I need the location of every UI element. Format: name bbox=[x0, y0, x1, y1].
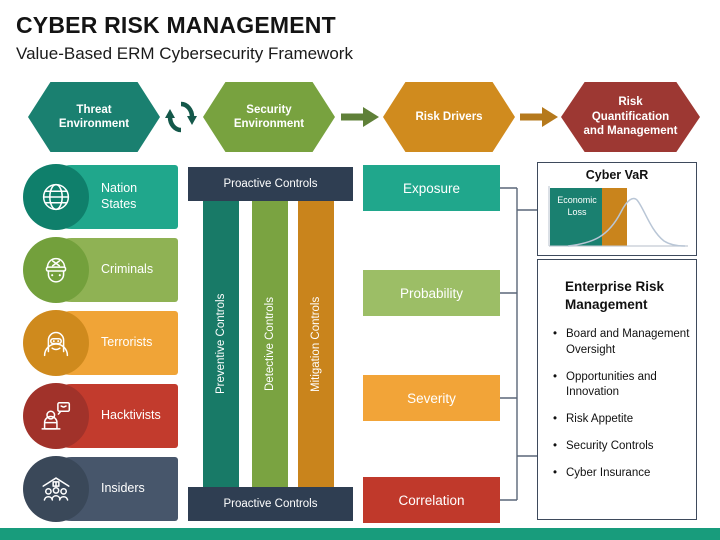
bullet-glyph: • bbox=[553, 413, 558, 426]
mitigation-controls-bar: Mitigation Controls bbox=[298, 201, 334, 487]
erm-bullet-item: • Security Controls bbox=[553, 439, 690, 454]
balaclava-icon bbox=[43, 331, 69, 357]
bullet-text: Risk Appetite bbox=[566, 413, 634, 426]
arrow-right-icon bbox=[520, 107, 558, 127]
hexagon-label: Security Environment bbox=[233, 103, 305, 130]
threat-actor-terrorists: Terrorists bbox=[23, 310, 178, 376]
hexagon-risk-drivers: Risk Drivers bbox=[383, 82, 515, 152]
erm-title: Enterprise Risk Management bbox=[565, 279, 665, 313]
actor-label: Hacktivists bbox=[101, 408, 161, 423]
hexagon-label: Risk Quantification and Management bbox=[583, 96, 678, 138]
bar-label: Detective Controls bbox=[264, 297, 276, 391]
economic-loss-block bbox=[550, 188, 602, 246]
erm-bullet-item: • Opportunities and Innovation bbox=[553, 370, 690, 400]
loss-distribution-curve bbox=[567, 197, 686, 247]
threat-actor-insiders: Insiders bbox=[23, 456, 178, 522]
bar-label: Preventive Controls bbox=[215, 293, 227, 395]
detective-controls-bar: Detective Controls bbox=[252, 201, 288, 487]
house-people-icon bbox=[42, 477, 70, 501]
band-label: Proactive Controls bbox=[223, 178, 318, 190]
economic-loss-label: Economic Loss bbox=[557, 195, 597, 217]
hexagon-label: Risk Drivers bbox=[415, 110, 483, 123]
erm-bullet-list: • Board and Management Oversight • Oppor… bbox=[553, 327, 690, 481]
threat-actor-nation-states: Nation States bbox=[23, 164, 178, 230]
actor-icon-circle bbox=[23, 383, 89, 449]
bullet-text: Board and Management Oversight bbox=[566, 328, 690, 356]
actor-icon-circle bbox=[23, 456, 89, 522]
cycle-arrows-icon bbox=[165, 101, 197, 133]
cyber-var-panel: Cyber VaR Economic Loss bbox=[537, 162, 697, 256]
bullet-glyph: • bbox=[553, 328, 558, 341]
hexagon-security-environment: Security Environment bbox=[203, 82, 335, 152]
arrow-right-icon bbox=[341, 107, 379, 127]
bullet-text: Opportunities and Innovation bbox=[566, 370, 657, 398]
actor-label: Insiders bbox=[101, 481, 145, 496]
actor-icon-circle bbox=[23, 164, 89, 230]
hexagon-risk-quantification: Risk Quantification and Management bbox=[561, 82, 700, 152]
page-subtitle: Value-Based ERM Cybersecurity Framework bbox=[16, 44, 353, 63]
threat-actor-hacktivists: Hacktivists bbox=[23, 383, 178, 449]
preventive-controls-bar: Preventive Controls bbox=[203, 201, 239, 487]
cyber-var-title: Cyber VaR bbox=[585, 168, 649, 182]
actor-label: Criminals bbox=[101, 262, 154, 277]
proactive-controls-bottom: Proactive Controls bbox=[188, 487, 353, 521]
actor-icon-circle bbox=[23, 310, 89, 376]
risk-factor-label: Exposure bbox=[402, 180, 461, 196]
hexagon-label: Threat Environment bbox=[58, 103, 130, 130]
hexagon-threat-environment: Threat Environment bbox=[28, 82, 160, 152]
risk-factor-label: Severity bbox=[407, 390, 456, 406]
bullet-glyph: • bbox=[553, 467, 558, 480]
erm-bullet-item: • Risk Appetite bbox=[553, 412, 690, 427]
risk-factor-exposure: Exposure bbox=[363, 165, 500, 211]
erm-bullet-item: • Board and Management Oversight bbox=[553, 327, 690, 357]
globe-icon bbox=[42, 183, 70, 211]
var-block bbox=[602, 188, 627, 246]
actor-label: Nation States bbox=[101, 181, 138, 211]
footer-strip bbox=[0, 528, 720, 540]
risk-factor-severity: Severity bbox=[363, 375, 500, 421]
actor-icon-circle bbox=[23, 237, 89, 303]
actor-label: Terrorists bbox=[101, 335, 153, 350]
hacker-laptop-icon bbox=[41, 401, 71, 430]
erm-bullet-item: • Cyber Insurance bbox=[553, 466, 690, 481]
cyber-var-chart bbox=[548, 186, 688, 247]
band-label: Proactive Controls bbox=[223, 498, 318, 510]
page-title: CYBER RISK MANAGEMENT bbox=[16, 12, 336, 38]
bullet-glyph: • bbox=[553, 370, 558, 383]
risk-factor-probability: Probability bbox=[363, 270, 500, 316]
risk-factor-label: Probability bbox=[399, 285, 464, 301]
bullet-glyph: • bbox=[553, 440, 558, 453]
bullet-text: Security Controls bbox=[566, 440, 654, 453]
bullet-text: Cyber Insurance bbox=[566, 467, 651, 480]
risk-factor-label: Correlation bbox=[398, 492, 465, 508]
risk-factor-correlation: Correlation bbox=[363, 477, 500, 523]
erm-panel: Enterprise Risk Management • Board and M… bbox=[537, 259, 697, 520]
proactive-controls-top: Proactive Controls bbox=[188, 167, 353, 201]
burglar-icon bbox=[45, 257, 67, 283]
bar-label: Mitigation Controls bbox=[310, 296, 322, 392]
threat-actor-criminals: Criminals bbox=[23, 237, 178, 303]
